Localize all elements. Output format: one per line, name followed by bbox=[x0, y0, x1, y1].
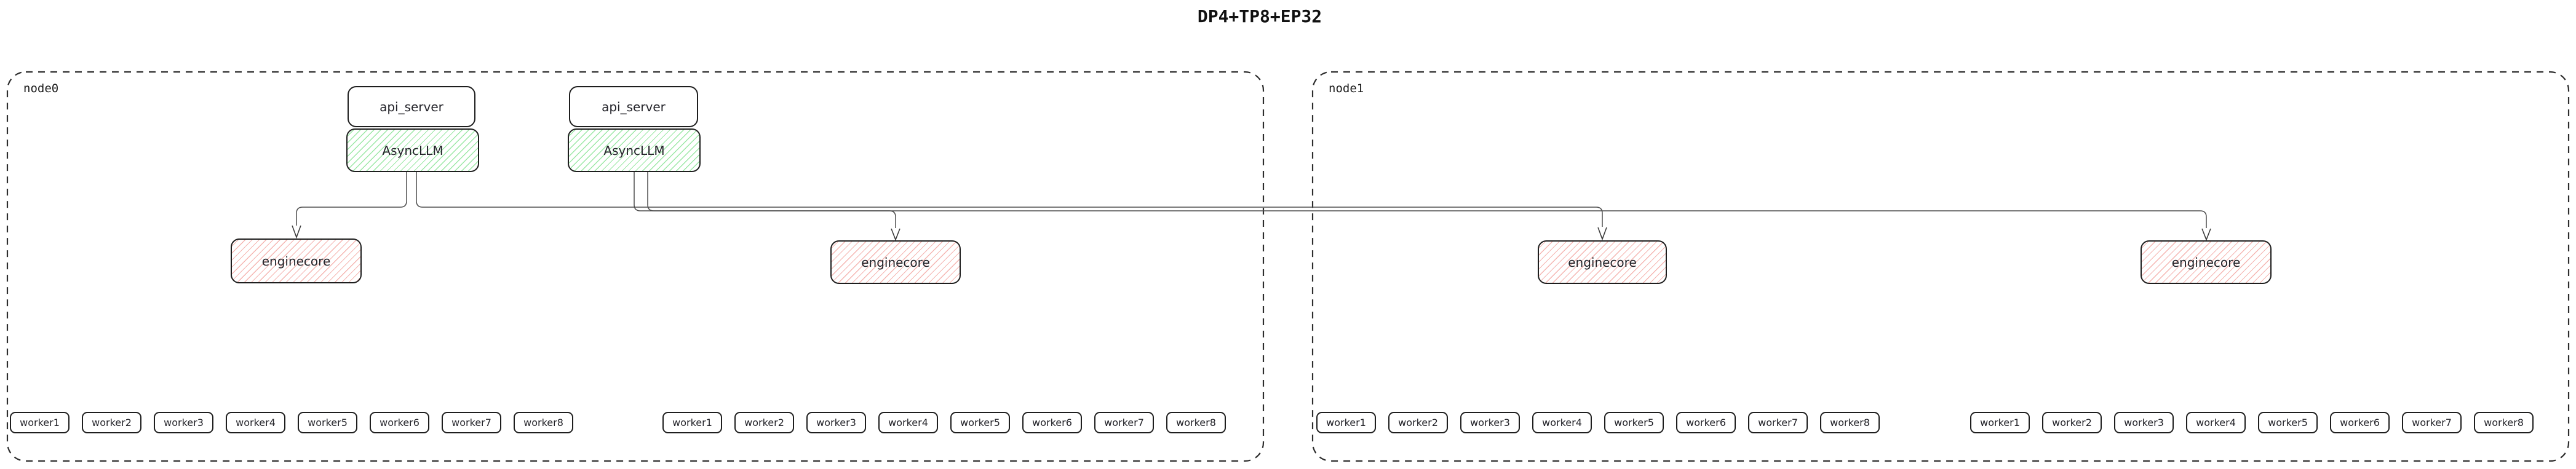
arrow-down-icon bbox=[2201, 228, 2211, 242]
node1-label: node1 bbox=[1329, 82, 1364, 95]
worker-box: worker7 bbox=[1094, 412, 1154, 433]
worker-box: worker7 bbox=[2402, 412, 2462, 433]
worker-box: worker1 bbox=[10, 412, 70, 433]
asyncllm-box-1: AsyncLLM bbox=[346, 128, 479, 172]
worker-box: worker8 bbox=[1166, 412, 1226, 433]
api-server-box-1: api_server bbox=[348, 86, 475, 127]
edge-asyncllm1-to-enginecore1 bbox=[296, 172, 407, 226]
arrow-down-icon bbox=[1597, 227, 1607, 241]
arrow-down-icon bbox=[891, 228, 900, 242]
node1-worker-group-2: worker1 worker2 worker3 worker4 worker5 worke… bbox=[1970, 412, 2534, 433]
edge-asyncllm1-to-node1-enginecore1 bbox=[416, 172, 1603, 227]
worker-box: worker3 bbox=[154, 412, 213, 433]
worker-box: worker5 bbox=[298, 412, 357, 433]
node1-frame bbox=[1311, 71, 2570, 462]
worker-box: worker6 bbox=[2330, 412, 2390, 433]
worker-box: worker4 bbox=[2186, 412, 2246, 433]
worker-box: worker2 bbox=[2042, 412, 2102, 433]
worker-box: worker3 bbox=[2114, 412, 2174, 433]
worker-box: worker5 bbox=[1604, 412, 1664, 433]
worker-box: worker3 bbox=[1460, 412, 1520, 433]
worker-box: worker2 bbox=[734, 412, 794, 433]
worker-box: worker8 bbox=[1820, 412, 1880, 433]
asyncllm-box-2: AsyncLLM bbox=[568, 128, 701, 172]
worker-box: worker6 bbox=[1676, 412, 1736, 433]
worker-box: worker6 bbox=[1022, 412, 1082, 433]
node0-enginecore-box-2: enginecore bbox=[830, 240, 961, 284]
edge-asyncllm2-to-node1-enginecore2 bbox=[647, 172, 2207, 228]
node1-worker-group-1: worker1 worker2 worker3 worker4 worker5 worke… bbox=[1316, 412, 1880, 433]
worker-box: worker3 bbox=[806, 412, 866, 433]
worker-box: worker2 bbox=[82, 412, 141, 433]
diagram-title: DP4+TP8+EP32 bbox=[1197, 6, 1322, 26]
worker-box: worker5 bbox=[950, 412, 1010, 433]
worker-box: worker2 bbox=[1388, 412, 1448, 433]
node0-frame bbox=[6, 71, 1265, 462]
worker-box: worker1 bbox=[662, 412, 722, 433]
node0-enginecore-box-1: enginecore bbox=[231, 238, 362, 283]
node0-worker-group-1: worker1 worker2 worker3 worker4 worker5 worke… bbox=[10, 412, 573, 433]
worker-box: worker8 bbox=[2474, 412, 2534, 433]
worker-box: worker7 bbox=[1748, 412, 1808, 433]
worker-box: worker6 bbox=[370, 412, 429, 433]
worker-box: worker8 bbox=[514, 412, 573, 433]
worker-box: worker7 bbox=[442, 412, 501, 433]
node1-enginecore-box-2: enginecore bbox=[2141, 240, 2272, 284]
worker-box: worker5 bbox=[2258, 412, 2318, 433]
worker-box: worker4 bbox=[1532, 412, 1592, 433]
worker-box: worker1 bbox=[1970, 412, 2030, 433]
edge-asyncllm2-to-enginecore2 bbox=[634, 172, 896, 228]
api-server-box-2: api_server bbox=[569, 86, 698, 127]
worker-box: worker1 bbox=[1316, 412, 1376, 433]
worker-box: worker4 bbox=[878, 412, 938, 433]
worker-box: worker4 bbox=[226, 412, 285, 433]
node1-enginecore-box-1: enginecore bbox=[1538, 240, 1667, 284]
node0-worker-group-2: worker1 worker2 worker3 worker4 worker5 worke… bbox=[662, 412, 1226, 433]
arrow-down-icon bbox=[292, 225, 301, 239]
node0-label: node0 bbox=[23, 82, 59, 95]
